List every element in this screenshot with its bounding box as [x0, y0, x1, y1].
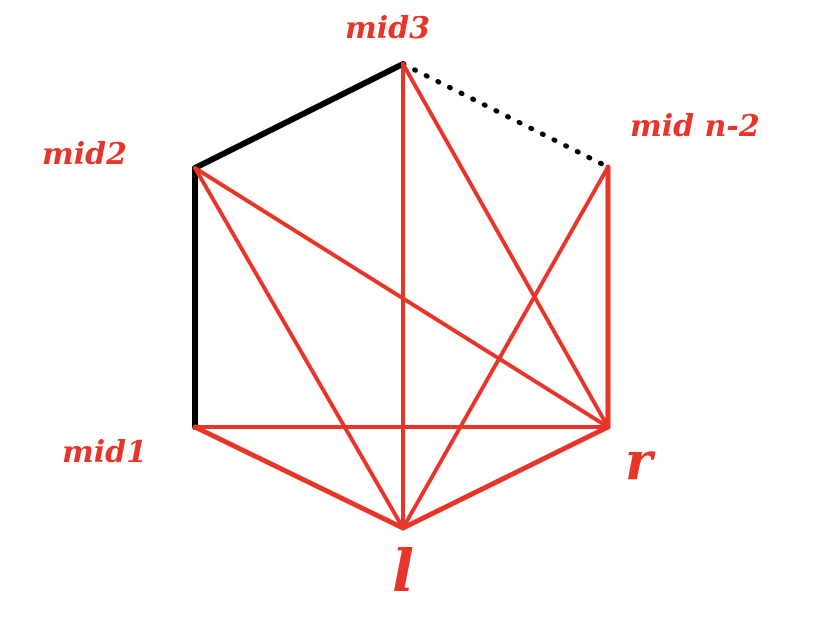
label-l: l [392, 537, 415, 605]
edge-mid3-midn2-dotted [400, 61, 611, 170]
label-mid-n-minus-2: mid n-2 [630, 109, 760, 144]
diagonal-midn2-l [401, 165, 610, 530]
edge-mid2-mid3 [192, 61, 406, 171]
edge-l-mid1 [192, 424, 406, 531]
diagonal-mid3-r [401, 62, 610, 429]
diagonal-mid2-l [193, 166, 405, 530]
label-r: r [625, 431, 653, 492]
label-mid3: mid3 [345, 11, 430, 46]
label-mid2: mid2 [42, 137, 127, 172]
label-mid1: mid1 [62, 435, 147, 470]
edge-r-l [400, 424, 611, 531]
